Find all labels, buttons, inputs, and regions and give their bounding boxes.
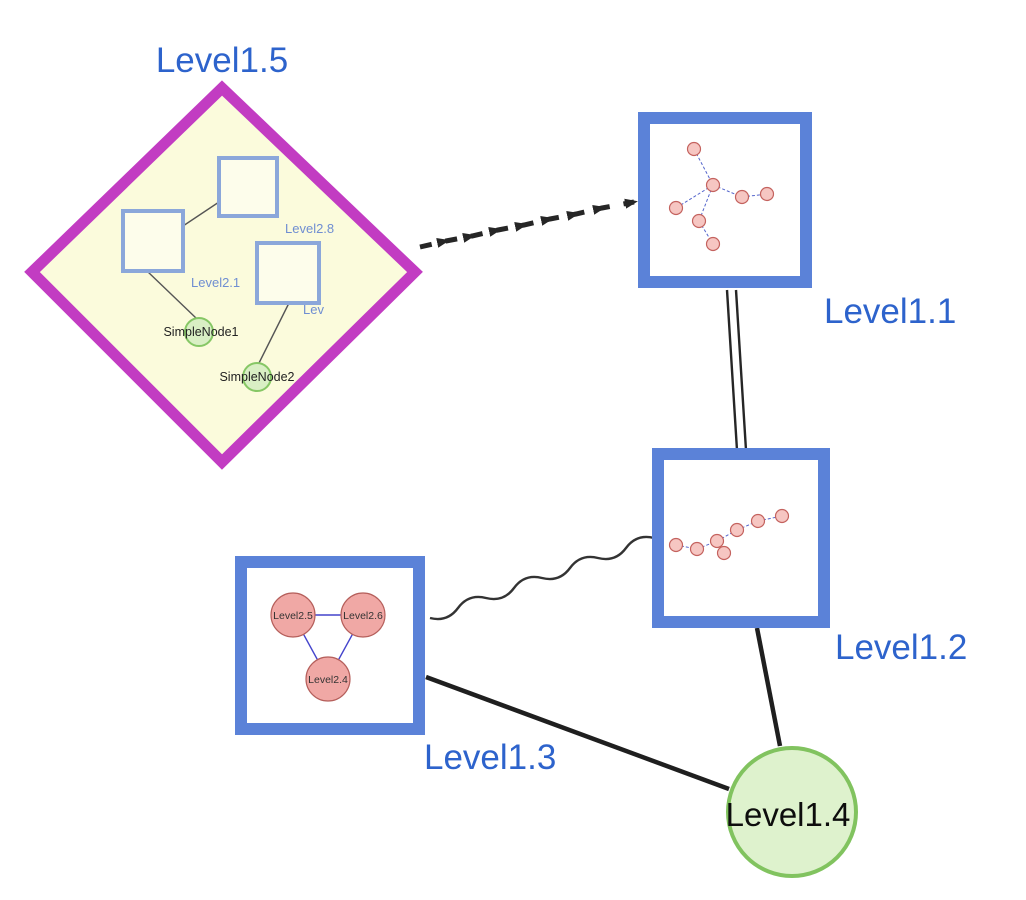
level1-2-node[interactable]: [652, 448, 830, 628]
subgraph-node[interactable]: [729, 522, 745, 538]
edge-dashed-arrow-l15-l11: [419, 198, 638, 250]
inner-edge-l21-l28: [182, 201, 220, 227]
level2-lev-label: Lev: [303, 302, 324, 317]
subgraph-node[interactable]: [686, 141, 702, 157]
subgraph-node[interactable]: [705, 236, 721, 252]
level1-1-node[interactable]: [638, 112, 812, 288]
simple-node1-label: SimpleNode1: [163, 325, 238, 339]
subgraph-edge: [716, 529, 738, 542]
subgraph-node-label: Level2.5: [273, 610, 313, 622]
subgraph-node[interactable]: [759, 186, 775, 202]
level1-5-node[interactable]: [24, 80, 423, 470]
subgraph-node[interactable]: [689, 541, 705, 557]
level2-lev-node[interactable]: [255, 241, 321, 305]
subgraph-node[interactable]: [340, 592, 386, 638]
subgraph-node[interactable]: [270, 592, 316, 638]
subgraph-edge: [675, 184, 714, 209]
subgraph-node-label: Level2.6: [343, 610, 383, 622]
subgraph-node[interactable]: [668, 200, 684, 216]
level2-1-label: Level2.1: [191, 275, 240, 290]
inner-edge-lev-simplenode2: [258, 302, 290, 364]
level1-2-subgraph: [668, 508, 790, 561]
edge-solid-l13-l14: [425, 674, 730, 792]
edge-wavy-l12-l13: [429, 535, 655, 621]
level1-5-label: Level1.5: [156, 41, 288, 80]
edge-double-line-a-l11-l12: [725, 289, 739, 451]
subgraph-node[interactable]: [716, 545, 732, 561]
edge-solid-l12-l14: [754, 627, 783, 747]
level1-4-label: Level1.4: [726, 796, 851, 833]
level2-1-node[interactable]: [121, 209, 185, 273]
edge-double-line-b-l11-l12: [734, 289, 748, 451]
inner-edge-l21-simplenode1: [146, 270, 197, 319]
level1-4-node[interactable]: [726, 746, 858, 878]
simple-node2-label: SimpleNode2: [219, 370, 294, 384]
level1-3-label: Level1.3: [424, 738, 556, 777]
level1-1-subgraph: [668, 141, 775, 252]
simple-node2[interactable]: [242, 362, 272, 392]
level1-2-label: Level1.2: [835, 628, 967, 667]
level2-8-node[interactable]: [217, 156, 279, 218]
simple-node1[interactable]: [184, 317, 214, 347]
subgraph-node[interactable]: [705, 177, 721, 193]
subgraph-node[interactable]: [734, 189, 750, 205]
subgraph-edge: [736, 520, 759, 531]
subgraph-node[interactable]: [691, 213, 707, 229]
subgraph-node[interactable]: [774, 508, 790, 524]
level1-3-node[interactable]: [235, 556, 425, 735]
subgraph-node[interactable]: [709, 533, 725, 549]
subgraph-node[interactable]: [750, 513, 766, 529]
level2-8-label: Level2.8: [285, 221, 334, 236]
subgraph-node-label: Level2.4: [308, 674, 348, 686]
subgraph-node[interactable]: [305, 656, 351, 702]
subgraph-node[interactable]: [668, 537, 684, 553]
level1-1-label: Level1.1: [824, 292, 956, 331]
